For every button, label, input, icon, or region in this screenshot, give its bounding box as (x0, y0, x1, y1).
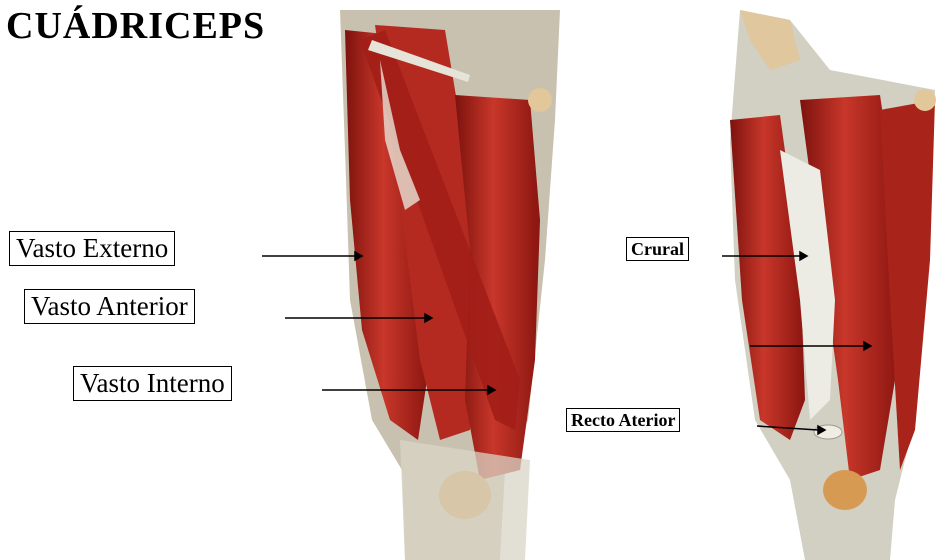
label-vasto-interno: Vasto Interno (73, 366, 232, 401)
page-title: CUÁDRICEPS (6, 4, 265, 48)
label-crural: Crural (626, 237, 689, 261)
label-vasto-anterior: Vasto Anterior (24, 289, 195, 324)
knee-tendons (400, 440, 530, 560)
hip-bone-right (914, 89, 936, 111)
label-vasto-externo: Vasto Externo (9, 231, 175, 266)
label-recto-aterior: Recto Aterior (566, 408, 680, 432)
right-thigh (730, 10, 936, 560)
hip-bone (528, 88, 552, 112)
kneecap-right (823, 470, 867, 510)
left-thigh (340, 10, 560, 560)
